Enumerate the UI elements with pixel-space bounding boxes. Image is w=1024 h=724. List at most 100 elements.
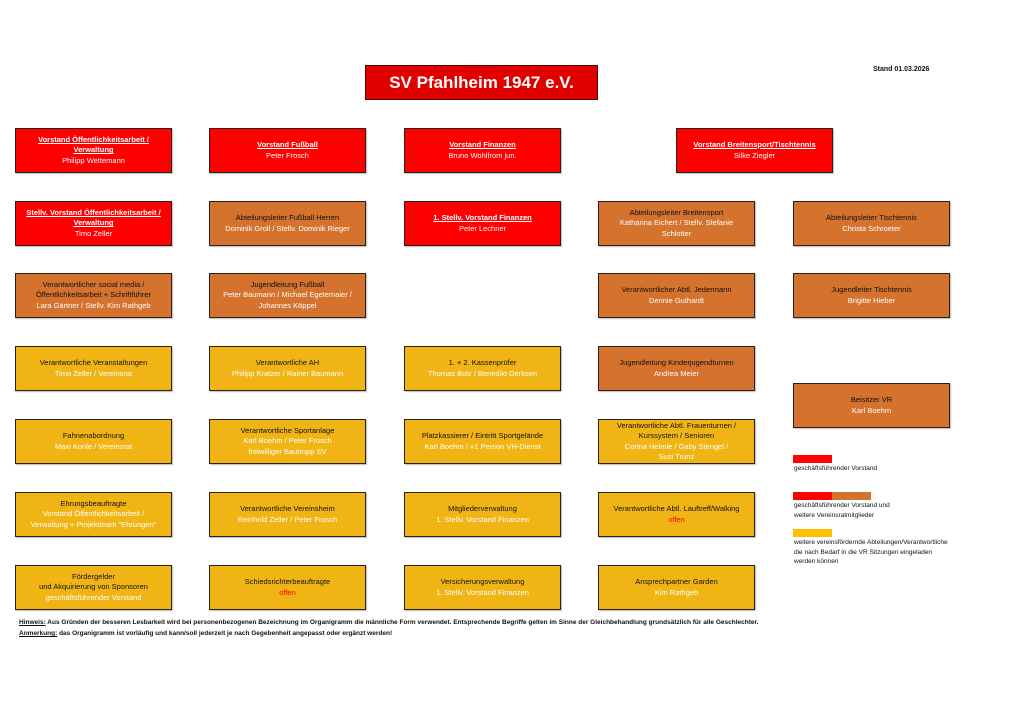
org-box-title: Ansprechpartner Garden [635, 577, 718, 586]
legend-swatch-yellow [793, 529, 832, 537]
org-box-person: Lara Gärtner / Stellv. Kim Rathgeb [36, 300, 151, 310]
org-box-title: Platzkassierer / Eintritt Sportgelände [421, 431, 544, 440]
page-title: SV Pfahlheim 1947 e.V. [365, 65, 598, 100]
org-box-person: Maxi Konle / Vereinsrat [54, 441, 133, 451]
org-box: Vorstand Öffentlichkeitsarbeit / Verwalt… [15, 128, 172, 173]
org-box-title: Verantwortliche AH [255, 358, 320, 367]
org-box-title: Ehrungsbeauftragte [60, 498, 127, 508]
org-box-person: Philipp Kratzer / Rainer Baumann [231, 368, 344, 378]
org-box: Verantwortliche Abtl. Frauenturnen / Kur… [598, 419, 755, 464]
org-box-title: Vorstand Finanzen [449, 140, 516, 149]
footer-anmerkung: Anmerkung: das Organigramm ist vorläufig… [19, 630, 392, 637]
org-box-title: Jugendleiter Tischtennis [831, 285, 912, 294]
org-box-person: offen [279, 587, 296, 597]
org-box-title: Schiedsrichterbeauftragte [244, 577, 331, 586]
org-box-title: Verantwortliche Vereinsheim [240, 504, 335, 513]
anmerkung-label: Anmerkung: [19, 630, 58, 637]
legend-swatch-red-orange [793, 492, 871, 500]
org-box-person: geschäftsführender Vorstand [45, 592, 142, 602]
org-box-person: Reinhold Zeller / Peter Frosch [237, 514, 338, 524]
org-box-person: Philipp Wettemann [62, 155, 125, 165]
org-box-person: Bruno Wohlfrom jun. [448, 150, 517, 160]
org-box-title: 1. Stellv. Vorstand Finanzen [433, 213, 532, 222]
org-box-person: Andrea Meier [653, 368, 700, 378]
org-box-person: Karl Boehm / +1 Person VH-Dienst [424, 441, 541, 451]
org-box-person: Peter Baumann / Michael Egetemaier / Joh… [223, 290, 352, 310]
org-box-title: Jugendleitung Fußball [250, 279, 325, 289]
org-box-person: Brigitte Hieber [847, 295, 896, 305]
org-box-title: Verantwortliche Abtl. Frauenturnen / Kur… [616, 420, 737, 441]
org-box-person: Christa Schroeter [842, 223, 901, 233]
org-box-person: Dominik Groll / Stellv. Dominik Rieger [225, 223, 350, 233]
stand-date: Stand 01.03.2026 [873, 66, 930, 73]
org-box-title: Versicherungsverwaltung [440, 577, 525, 586]
org-box-title: Fahnenabordnung [62, 431, 125, 440]
hinweis-label: Hinweis: [19, 619, 46, 626]
org-box-person: Peter Frosch [266, 150, 309, 160]
org-box-person: 1. Stellv. Vorstand Finanzen [436, 514, 529, 524]
legend-label: geschäftsführender Vorstand [794, 465, 878, 472]
hinweis-text: Aus Gründen der besseren Lesbarkeit wird… [45, 619, 759, 626]
anmerkung-text: das Organigramm ist vorläufig und kann/s… [57, 630, 393, 637]
org-box-title: Abteilungsleiter Breitensport [629, 207, 724, 217]
legend-label: weitere vereinsfördernde Abteilungen/Ver… [794, 539, 948, 565]
org-box-person: Kim Rathgeb [654, 587, 699, 597]
org-box-title: Stellv. Vorstand Öffentlichkeitsarbeit /… [26, 207, 161, 228]
org-box: Stellv. Vorstand Öffentlichkeitsarbeit /… [15, 201, 172, 246]
org-box-person: Silke Ziegler [733, 150, 776, 160]
org-box-title: Vorstand Breitensport/Tischtennis [693, 140, 816, 149]
org-box-title: Beisitzer VR [850, 395, 893, 404]
legend-label: geschäftsführender Vorstand und weitere … [794, 502, 890, 519]
org-box-title: Jugendleitung Kinderjugendturnen [619, 358, 734, 367]
org-box-person: offen [668, 514, 685, 524]
org-box-person: 1. Stellv. Vorstand Finanzen [436, 587, 529, 597]
org-box-person: Vorstand Öffentlichkeitsarbeit / Verwalt… [30, 509, 157, 529]
org-box-title: Abteilungsleiter Tischtennis [826, 213, 917, 222]
org-box-title: Fördergelder und Akquirierung von Sponso… [39, 571, 148, 592]
org-box-title: Verantwortlicher Abtl. Jedermann [621, 285, 732, 294]
footer-hinweis: Hinweis: Aus Gründen der besseren Lesbar… [19, 619, 759, 626]
org-box-title: Vorstand Fußball [257, 140, 318, 149]
org-box-title: Verantwortliche Veranstaltungen [39, 358, 148, 367]
org-box-title: 1. + 2. Kassenprüfer [448, 358, 517, 367]
org-box-person: Thomas Bolz / Benedikt Derksen [427, 368, 538, 378]
org-box-person: Corina Helmle / Gaby Stengel / Susi Trun… [624, 441, 729, 462]
legend-swatch-red [793, 455, 832, 463]
org-box-title: Vorstand Öffentlichkeitsarbeit / Verwalt… [38, 134, 149, 155]
org-box: Verantwortlicher social media / Öffentli… [15, 273, 172, 318]
org-box-person: Dennie Guthardt [648, 295, 705, 305]
org-box-person: Timo Zeller / Vereinsrat [54, 368, 133, 378]
org-box-person: Timo Zeller [74, 228, 113, 238]
org-box-title: Verantwortlicher social media / Öffentli… [35, 279, 152, 300]
org-box-title: Verantwortliche Abtl. Lauftreff/Walking [613, 504, 740, 513]
org-box-person: Karl Boehm [851, 405, 892, 415]
org-box-person: Karl Boehm / Peter Frosch freiwilliger B… [243, 436, 332, 456]
org-box: Fördergelder und Akquirierung von Sponso… [15, 565, 172, 610]
org-box-title: Verantwortliche Sportanlage [240, 425, 335, 435]
org-box-person: Katharina Eichert / Stellv. Stefanie Sch… [619, 218, 734, 238]
org-box-title: Mitgliederverwaltung [448, 504, 517, 513]
